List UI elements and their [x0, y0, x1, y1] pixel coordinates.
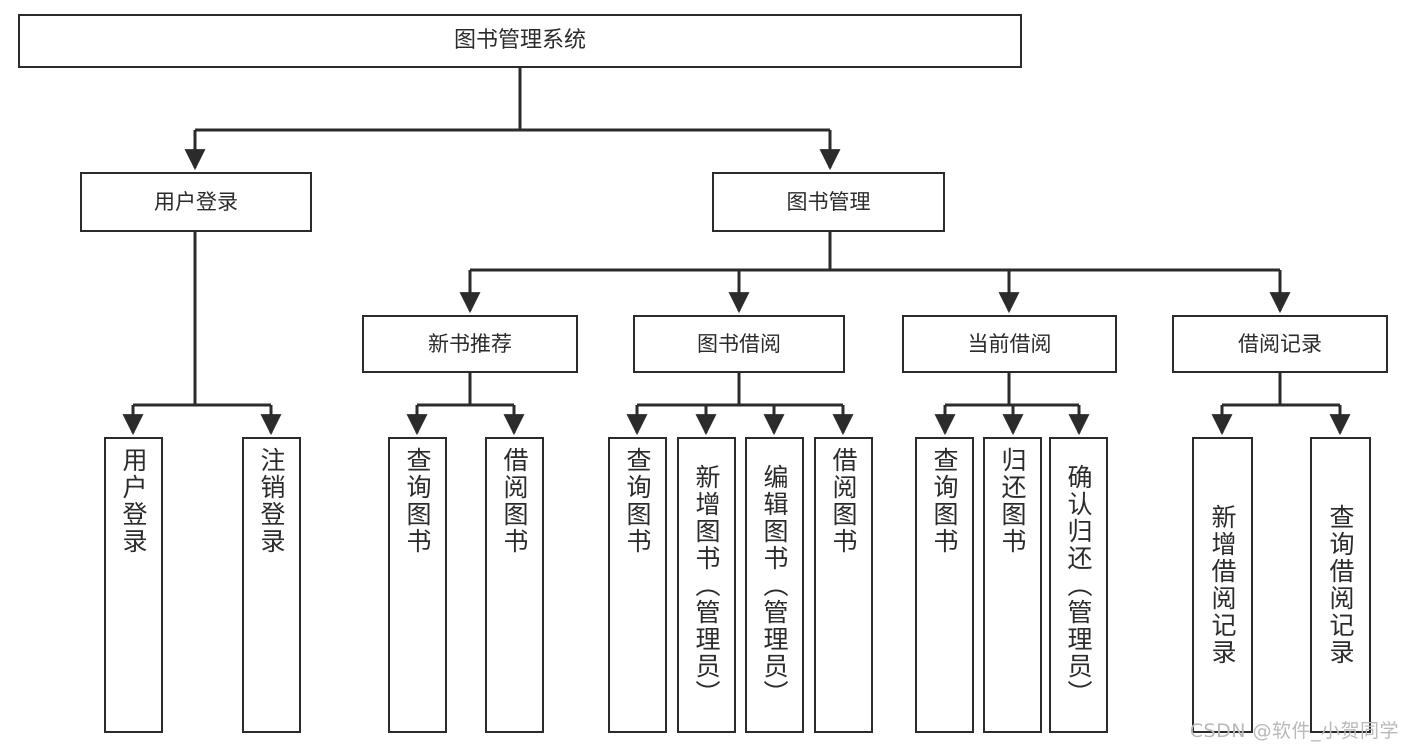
- leaf-new-book-borrow[interactable]: 借阅图书: [485, 437, 544, 733]
- node-root-system[interactable]: 图书管理系统: [18, 14, 1022, 68]
- leaf-new-book-query[interactable]: 查询图书: [388, 437, 447, 733]
- node-label: 借阅图书: [829, 447, 858, 555]
- leaf-record-query-record[interactable]: 查询借阅记录: [1310, 437, 1371, 733]
- node-label: 图书借阅: [697, 331, 781, 356]
- leaf-borrow-borrow-book[interactable]: 借阅图书: [814, 437, 873, 733]
- node-label: 查询图书: [403, 447, 432, 555]
- leaf-current-confirm-return-admin[interactable]: 确认归还（管理员）: [1049, 437, 1108, 733]
- node-new-book-recommend[interactable]: 新书推荐: [362, 315, 578, 373]
- leaf-current-return-book[interactable]: 归还图书: [983, 437, 1042, 733]
- leaf-borrow-query-book[interactable]: 查询图书: [608, 437, 667, 733]
- node-current-borrow[interactable]: 当前借阅: [902, 315, 1117, 373]
- node-label: 确认归还（管理员）: [1064, 463, 1093, 707]
- node-label: 图书管理系统: [453, 28, 586, 54]
- node-label: 借阅图书: [500, 447, 529, 555]
- node-book-management[interactable]: 图书管理: [712, 172, 945, 232]
- leaf-user-login-signin[interactable]: 用户登录: [104, 437, 163, 733]
- leaf-record-add-record[interactable]: 新增借阅记录: [1192, 437, 1253, 733]
- node-label: 查询图书: [930, 447, 959, 555]
- leaf-current-query-book[interactable]: 查询图书: [915, 437, 974, 733]
- node-label: 编辑图书（管理员）: [760, 463, 789, 707]
- node-label: 注销登录: [257, 447, 286, 555]
- leaf-borrow-add-book-admin[interactable]: 新增图书（管理员）: [677, 437, 736, 733]
- node-label: 当前借阅: [967, 331, 1052, 356]
- leaf-user-login-signout[interactable]: 注销登录: [242, 437, 301, 733]
- node-book-borrow[interactable]: 图书借阅: [633, 315, 845, 373]
- leaf-borrow-edit-book-admin[interactable]: 编辑图书（管理员）: [745, 437, 804, 733]
- node-label: 新书推荐: [428, 331, 512, 356]
- node-label: 新增图书（管理员）: [692, 463, 721, 707]
- node-borrow-record[interactable]: 借阅记录: [1172, 315, 1388, 373]
- node-label: 归还图书: [998, 447, 1027, 555]
- node-label: 图书管理: [786, 189, 871, 214]
- node-label: 查询图书: [623, 447, 652, 555]
- node-label: 用户登录: [154, 189, 238, 214]
- node-label: 查询借阅记录: [1326, 504, 1355, 666]
- node-label: 借阅记录: [1238, 331, 1322, 356]
- node-label: 新增借阅记录: [1208, 504, 1237, 666]
- csdn-watermark: CSDN @软件_小贺同学: [1189, 720, 1399, 742]
- node-user-login[interactable]: 用户登录: [80, 172, 312, 232]
- node-label: 用户登录: [119, 447, 148, 555]
